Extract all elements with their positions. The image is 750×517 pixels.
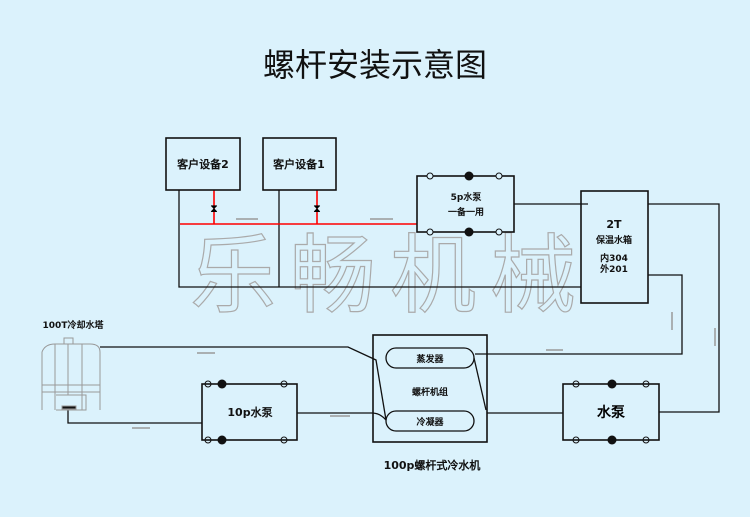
- pump-icons: [204, 171, 650, 445]
- tank-capacity: 2T: [606, 218, 622, 231]
- supply-pipe-red: [180, 190, 417, 225]
- pump-5p-box: [416, 175, 515, 233]
- water-pump-label: 水泵: [597, 404, 625, 421]
- screw-unit-label: 螺杆机组: [412, 386, 448, 398]
- tank-outer-material: 外201: [599, 263, 628, 275]
- valve-icon: ⧗: [313, 202, 321, 215]
- evaporator-label: 蒸发器: [416, 353, 444, 365]
- evaporator: [385, 347, 475, 369]
- pump-5p-sublabel: 一备一用: [448, 206, 484, 218]
- chiller-label: 100p螺杆式冷水机: [384, 458, 481, 472]
- client-device-2-label: 客户设备2: [176, 157, 229, 171]
- tank-label: 保温水箱: [595, 234, 632, 246]
- watermark: 乐畅机械: [190, 226, 590, 326]
- client-device-1: [262, 137, 337, 191]
- client-device-1-label: 客户设备1: [272, 157, 325, 171]
- condenser: [385, 410, 475, 432]
- pump-10p-label: 10p水泵: [227, 405, 272, 419]
- flow-arrows: [132, 218, 716, 429]
- cooling-tower: [41, 337, 101, 411]
- insulated-water-tank: [580, 190, 649, 304]
- pump-5p-label: 5p水泵: [451, 191, 483, 203]
- cooling-tower-label: 100T冷却水塔: [43, 319, 105, 331]
- client-device-2: [165, 137, 241, 191]
- diagram-title: 螺杆安装示意图: [263, 46, 487, 84]
- valve-icon: ⧗: [210, 202, 218, 215]
- tank-inner-material: 内304: [600, 252, 628, 264]
- water-pump-box: [562, 383, 660, 441]
- condenser-label: 冷凝器: [416, 416, 444, 428]
- pump-10p-box: [201, 383, 298, 441]
- return-pipe: [178, 190, 581, 288]
- chiller-box: [372, 334, 488, 443]
